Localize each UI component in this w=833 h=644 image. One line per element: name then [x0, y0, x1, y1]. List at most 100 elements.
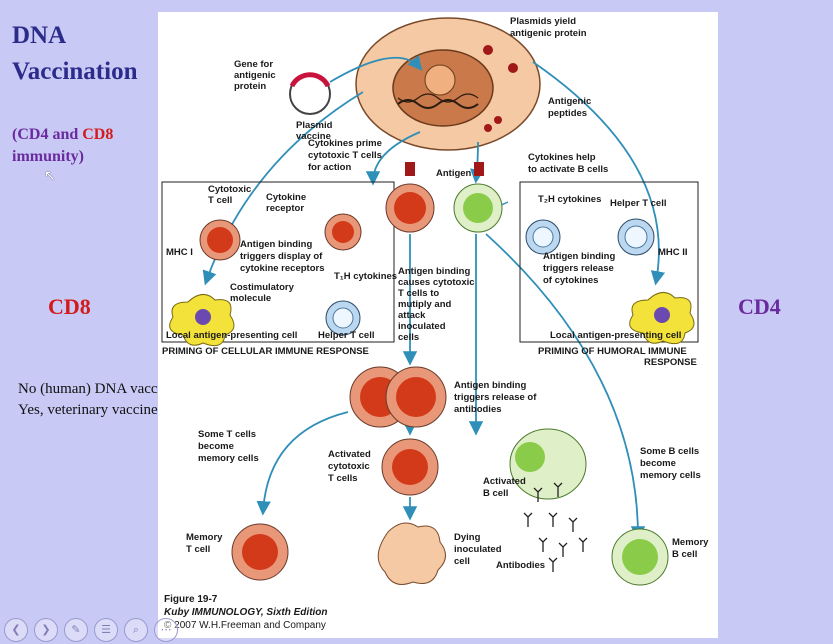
title-line-2: Vaccination [12, 58, 138, 85]
caption-figure-number: Figure 19-7 [164, 594, 218, 605]
label-memory-b: B cell [672, 549, 697, 560]
label-helper-t-right: Helper T cell [610, 198, 667, 209]
title-line-1: DNA [12, 22, 67, 49]
note-line-2: Yes, veterinary vaccines [18, 402, 164, 418]
cd8-label: CD8 [48, 294, 91, 319]
prev-icon[interactable]: ❮ [4, 618, 28, 642]
peptide-dot [494, 116, 502, 124]
cell-nucleus [207, 227, 233, 253]
cell-nucleus [622, 539, 658, 575]
cell-nucleus [394, 192, 426, 224]
label-antigen-binding-release: Antigen binding [543, 251, 615, 262]
label-antigen-binding-display: Antigen binding [240, 239, 312, 250]
slide-subtitle: (CD4 and CD8 immunity) [12, 124, 113, 168]
label-cytokine-receptor: Cytokine [266, 192, 306, 203]
slide-title: DNA Vaccination [12, 18, 137, 90]
label-cytokines-help: to activate B cells [528, 164, 608, 175]
mouse-cursor-icon: ↖ [44, 168, 56, 184]
cell-nucleus [332, 307, 354, 329]
label-dying-cell: inoculated [454, 544, 502, 555]
subtitle-paren: ( [12, 126, 18, 143]
dna-strand-icon [397, 93, 479, 103]
zoom-icon[interactable]: ⌕ [124, 618, 148, 642]
arrow [365, 131, 421, 186]
label-antigen-binding-causes: T cells to [398, 288, 439, 299]
label-activated-b: Activated [483, 476, 526, 487]
protein-dot [508, 63, 518, 73]
label-some-t-cells: memory cells [198, 453, 259, 464]
cell-nucleus [332, 221, 354, 243]
label-plasmids-yield: antigenic protein [510, 28, 587, 39]
peptide-dot [484, 124, 492, 132]
label-gene: protein [234, 81, 266, 92]
label-memory-t: Memory [186, 532, 223, 543]
cell-nucleus [515, 442, 545, 472]
label-plasmids-yield: Plasmids yield [510, 16, 576, 27]
immunology-figure: Plasmids yield antigenic protein Gene fo… [158, 12, 718, 638]
cell-nucleus [195, 309, 211, 325]
label-dying-cell: Dying [454, 532, 481, 543]
label-activated-cytotoxic: Activated [328, 449, 371, 460]
label-some-b-cells: become [640, 458, 676, 469]
subtitle-and: and [48, 126, 83, 143]
label-antigen: Antigen [436, 168, 472, 179]
label-activated-b: B cell [483, 488, 508, 499]
label-mhc2: MHC II [658, 247, 688, 258]
label-cytokines-prime: for action [308, 162, 351, 173]
label-priming-humoral: PRIMING OF HUMORAL IMMUNE [538, 346, 687, 357]
label-cytokines-prime: cytotoxic T cells [308, 150, 382, 161]
label-some-b-cells: Some B cells [640, 446, 699, 457]
label-antigen-binding-causes: causes cytotoxic [398, 277, 475, 288]
subtitle-cd4: CD4 [17, 126, 49, 143]
label-antigen-binding-antibodies: Antigen binding [454, 380, 526, 391]
arrow [485, 233, 646, 541]
label-cytokine-receptor: receptor [266, 203, 304, 214]
cell-nucleus [242, 534, 278, 570]
next-icon[interactable]: ❯ [34, 618, 58, 642]
cell-nucleus [624, 225, 648, 249]
label-antigen-binding-antibodies: antibodies [454, 404, 502, 415]
antibodies-icon [523, 482, 588, 572]
cell-nucleus [654, 307, 670, 323]
label-local-apc-left: Local antigen-presenting cell [166, 330, 297, 341]
pen-icon[interactable]: ✎ [64, 618, 88, 642]
caption-copyright: © 2007 W.H.Freeman and Company [164, 620, 326, 631]
label-some-t-cells: become [198, 441, 234, 452]
cell-nucleus [396, 377, 436, 417]
label-memory-b: Memory [672, 537, 709, 548]
dying-inoculated-cell [377, 522, 446, 585]
label-gene: Gene for [234, 59, 273, 70]
label-antigen-binding-causes: cells [398, 332, 419, 343]
cell-nucleus [392, 449, 428, 485]
label-cytokines-prime: Cytokines prime [308, 138, 382, 149]
label-gene: antigenic [234, 70, 276, 81]
label-th2-cytokines: T₂H cytokines [538, 194, 601, 205]
label-plasmid: vaccine [296, 131, 331, 142]
plasmid-gene-icon [289, 72, 331, 88]
antigen-icon [474, 162, 484, 176]
label-activated-cytotoxic: T cells [328, 473, 358, 484]
label-dying-cell: cell [454, 556, 470, 567]
label-mhc1: MHC I [166, 247, 193, 258]
label-antigen-binding-display: triggers display of [240, 251, 323, 262]
antigen-icon [405, 162, 415, 176]
label-antigen-binding-display: cytokine receptors [240, 263, 324, 274]
arrow [329, 55, 423, 83]
cell-nucleus [532, 226, 554, 248]
cd4-label: CD4 [738, 294, 781, 319]
cellular-priming-box [161, 181, 395, 343]
more-icon[interactable]: ⋯ [154, 618, 178, 642]
label-antigen-binding-release: triggers release [543, 263, 614, 274]
label-antigenic-peptides: Antigenic [548, 96, 591, 107]
figure-diagram: Plasmids yield antigenic protein Gene fo… [161, 16, 709, 631]
label-priming-cellular: PRIMING OF CELLULAR IMMUNE RESPONSE [162, 346, 369, 357]
label-some-t-cells: Some T cells [198, 429, 256, 440]
label-th1-cytokines: T₁H cytokines [334, 271, 397, 282]
menu-icon[interactable]: ☰ [94, 618, 118, 642]
label-antigenic-peptides: peptides [548, 108, 587, 119]
humoral-priming-box [519, 181, 699, 343]
label-antigen-binding-causes: inoculated [398, 321, 446, 332]
label-helper-t-left: Helper T cell [318, 330, 375, 341]
label-memory-t: T cell [186, 544, 210, 555]
label-activated-cytotoxic: cytotoxic [328, 461, 370, 472]
